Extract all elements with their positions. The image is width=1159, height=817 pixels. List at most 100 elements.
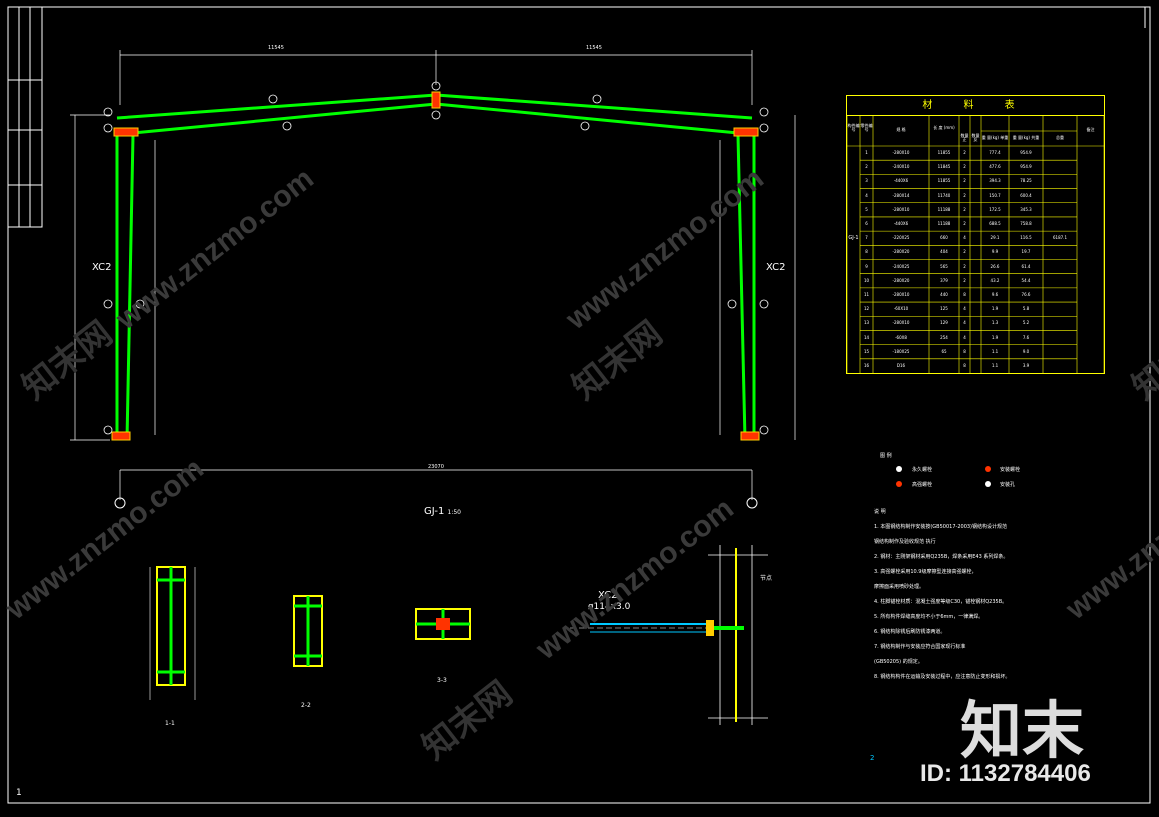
frame-title: GJ-1 1:50	[424, 506, 461, 517]
table-header-cell: 总重	[1056, 135, 1064, 140]
table-data-cell: -440X6	[893, 221, 909, 227]
table-header-cell: 重 量(kg) 单重	[981, 135, 1009, 140]
table-data-cell: 777.4	[989, 150, 1001, 156]
table-data-cell: 2	[963, 277, 966, 283]
table-data-cell: -240X10	[892, 164, 910, 170]
table-data-cell: -280X10	[892, 150, 910, 156]
table-data-cell: -280X14	[892, 192, 910, 198]
table-data-cell: 7.6	[1022, 334, 1030, 340]
table-data-cell: 11188	[937, 221, 951, 227]
table-data-cell: -220X25	[892, 235, 910, 241]
section-2-2-label: 2-2	[301, 702, 311, 709]
table-data-cell: 11740	[937, 192, 951, 198]
table-data-cell: -440X6	[893, 178, 909, 184]
table-data-cell: 2	[963, 206, 966, 212]
section-2-2	[293, 595, 323, 667]
table-data-cell: 254	[940, 334, 948, 340]
notes-line: 7. 钢结构制作与安装应符合国家现行标准	[874, 644, 966, 650]
table-data-cell: 1.9	[991, 306, 999, 312]
table-data-cell: 1	[865, 150, 868, 156]
table-data-cell: 116.5	[1020, 235, 1032, 241]
table-header-cell: 备注	[1086, 127, 1095, 132]
table-data-cell: 2	[963, 164, 966, 170]
notes-line: (GB50205) 的规定。	[874, 659, 923, 665]
table-data-cell: 954.9	[1020, 164, 1032, 170]
legend-title: 图 例	[880, 453, 892, 459]
span-right-label: 11545	[586, 45, 602, 51]
portal-frame	[115, 93, 756, 441]
table-data-cell: 11855	[937, 150, 951, 156]
sheet-number-2: 2	[870, 754, 875, 762]
span-left-label: 11545	[268, 45, 284, 51]
table-data-cell: 404	[940, 249, 948, 255]
table-data-cell: -280X10	[892, 320, 910, 326]
legend-item-4: 安装孔	[1000, 482, 1016, 488]
table-data-cell: 10	[863, 277, 870, 283]
table-header-cell: 重 量(kg) 共重	[1012, 135, 1040, 140]
table-data-cell: 3	[865, 178, 868, 184]
notes-line: 4. 柱脚锚栓材质：混凝土强度等级C30，锚栓钢材Q235B。	[874, 599, 1008, 605]
span-total-label: 23070	[428, 464, 444, 470]
table-data-cell: 5	[865, 206, 868, 212]
table-data-cell: 4	[963, 334, 966, 340]
table-data-cell: 4	[963, 235, 966, 241]
table-data-cell: 5.8	[1022, 306, 1030, 312]
table-data-cell: 1.3	[991, 320, 999, 326]
table-data-cell: 11188	[937, 206, 951, 212]
table-data-cell: 600.4	[1020, 192, 1032, 198]
table-data-cell: 76.6	[1021, 291, 1031, 297]
table-data-cell: 2	[963, 249, 966, 255]
bracing-label-right: XC2	[766, 262, 786, 273]
axis-bubble-1	[114, 497, 126, 509]
notes-line: 2. 钢材：主刚架钢材采用Q235B，焊条采用E43 系列焊条。	[874, 554, 1009, 560]
material-table-cells: 构件编号零件编号规 格长 度 (mm)数量 正数量 反重 量(kg) 单重重 量…	[847, 116, 1104, 373]
table-header-cell: 数量 正	[960, 133, 969, 142]
material-table-grid	[847, 116, 1104, 373]
design-notes: 说 明 1. 本图钢结构制作安装按(GB50017-2003)钢结构设计规范 钢…	[874, 505, 1010, 685]
legend-item-3: 安装螺栓	[1000, 467, 1021, 473]
table-data-cell: 11855	[937, 178, 951, 184]
table-header-cell: 零件编号	[860, 123, 873, 132]
table-total-cell: 6187.1	[1053, 235, 1067, 240]
table-member-cell: GJ-1	[848, 235, 859, 241]
frame-title-scale: 1:50	[447, 509, 461, 516]
table-data-cell: 1.1	[991, 362, 999, 368]
material-table-title: 材 料 表	[847, 96, 1104, 116]
table-data-cell: 78.25	[1020, 178, 1032, 184]
bracing-side-label: 节点	[760, 575, 773, 582]
table-data-cell: 26.6	[990, 263, 1000, 269]
material-table: 材 料 表 构件编号零件编号规 格长 度 (mm)数量 正数量 反重 量(kg)…	[846, 95, 1105, 374]
section-1-1-label: 1-1	[165, 720, 175, 727]
table-data-cell: 2	[963, 150, 966, 156]
table-data-cell: 477.6	[989, 164, 1001, 170]
table-data-cell: -60X10	[893, 306, 909, 312]
table-data-cell: 14	[863, 334, 870, 340]
table-data-cell: 8	[963, 348, 966, 354]
table-data-cell: 2	[963, 263, 966, 269]
table-header-cell: 规 格	[896, 127, 906, 132]
section-3-3-label: 3-3	[437, 677, 447, 684]
table-data-cell: 43.2	[990, 277, 1000, 283]
table-data-cell: 12	[863, 306, 870, 312]
sheet-border	[7, 6, 1151, 804]
notes-line: 1. 本图钢结构制作安装按(GB50017-2003)钢结构设计规范	[874, 524, 1008, 530]
table-data-cell: 9	[865, 263, 868, 269]
table-data-cell: 9.0	[1022, 348, 1030, 354]
title-block-strip	[7, 6, 43, 228]
notes-line: 摩擦面采用喷砂处理。	[874, 584, 925, 590]
table-data-cell: 8	[865, 249, 868, 255]
table-data-cell: 11	[863, 291, 870, 297]
table-data-cell: 565	[940, 263, 948, 269]
table-data-cell: 2	[963, 192, 966, 198]
table-data-cell: 440	[940, 291, 948, 297]
bracing-detail	[570, 545, 768, 725]
table-data-cell: 9.6	[991, 291, 999, 297]
notes-line: 3. 高强螺栓采用10.9级摩擦型连接高强螺栓，	[874, 569, 977, 575]
table-data-cell: D16	[896, 362, 906, 368]
table-data-cell: 7	[865, 235, 868, 241]
table-data-cell: 125	[940, 306, 948, 312]
table-header-cell: 长 度 (mm)	[933, 125, 955, 130]
bracing-label-left: XC2	[92, 262, 112, 273]
table-data-cell: -60X8	[895, 334, 907, 340]
axis-bubble-2	[746, 497, 758, 509]
